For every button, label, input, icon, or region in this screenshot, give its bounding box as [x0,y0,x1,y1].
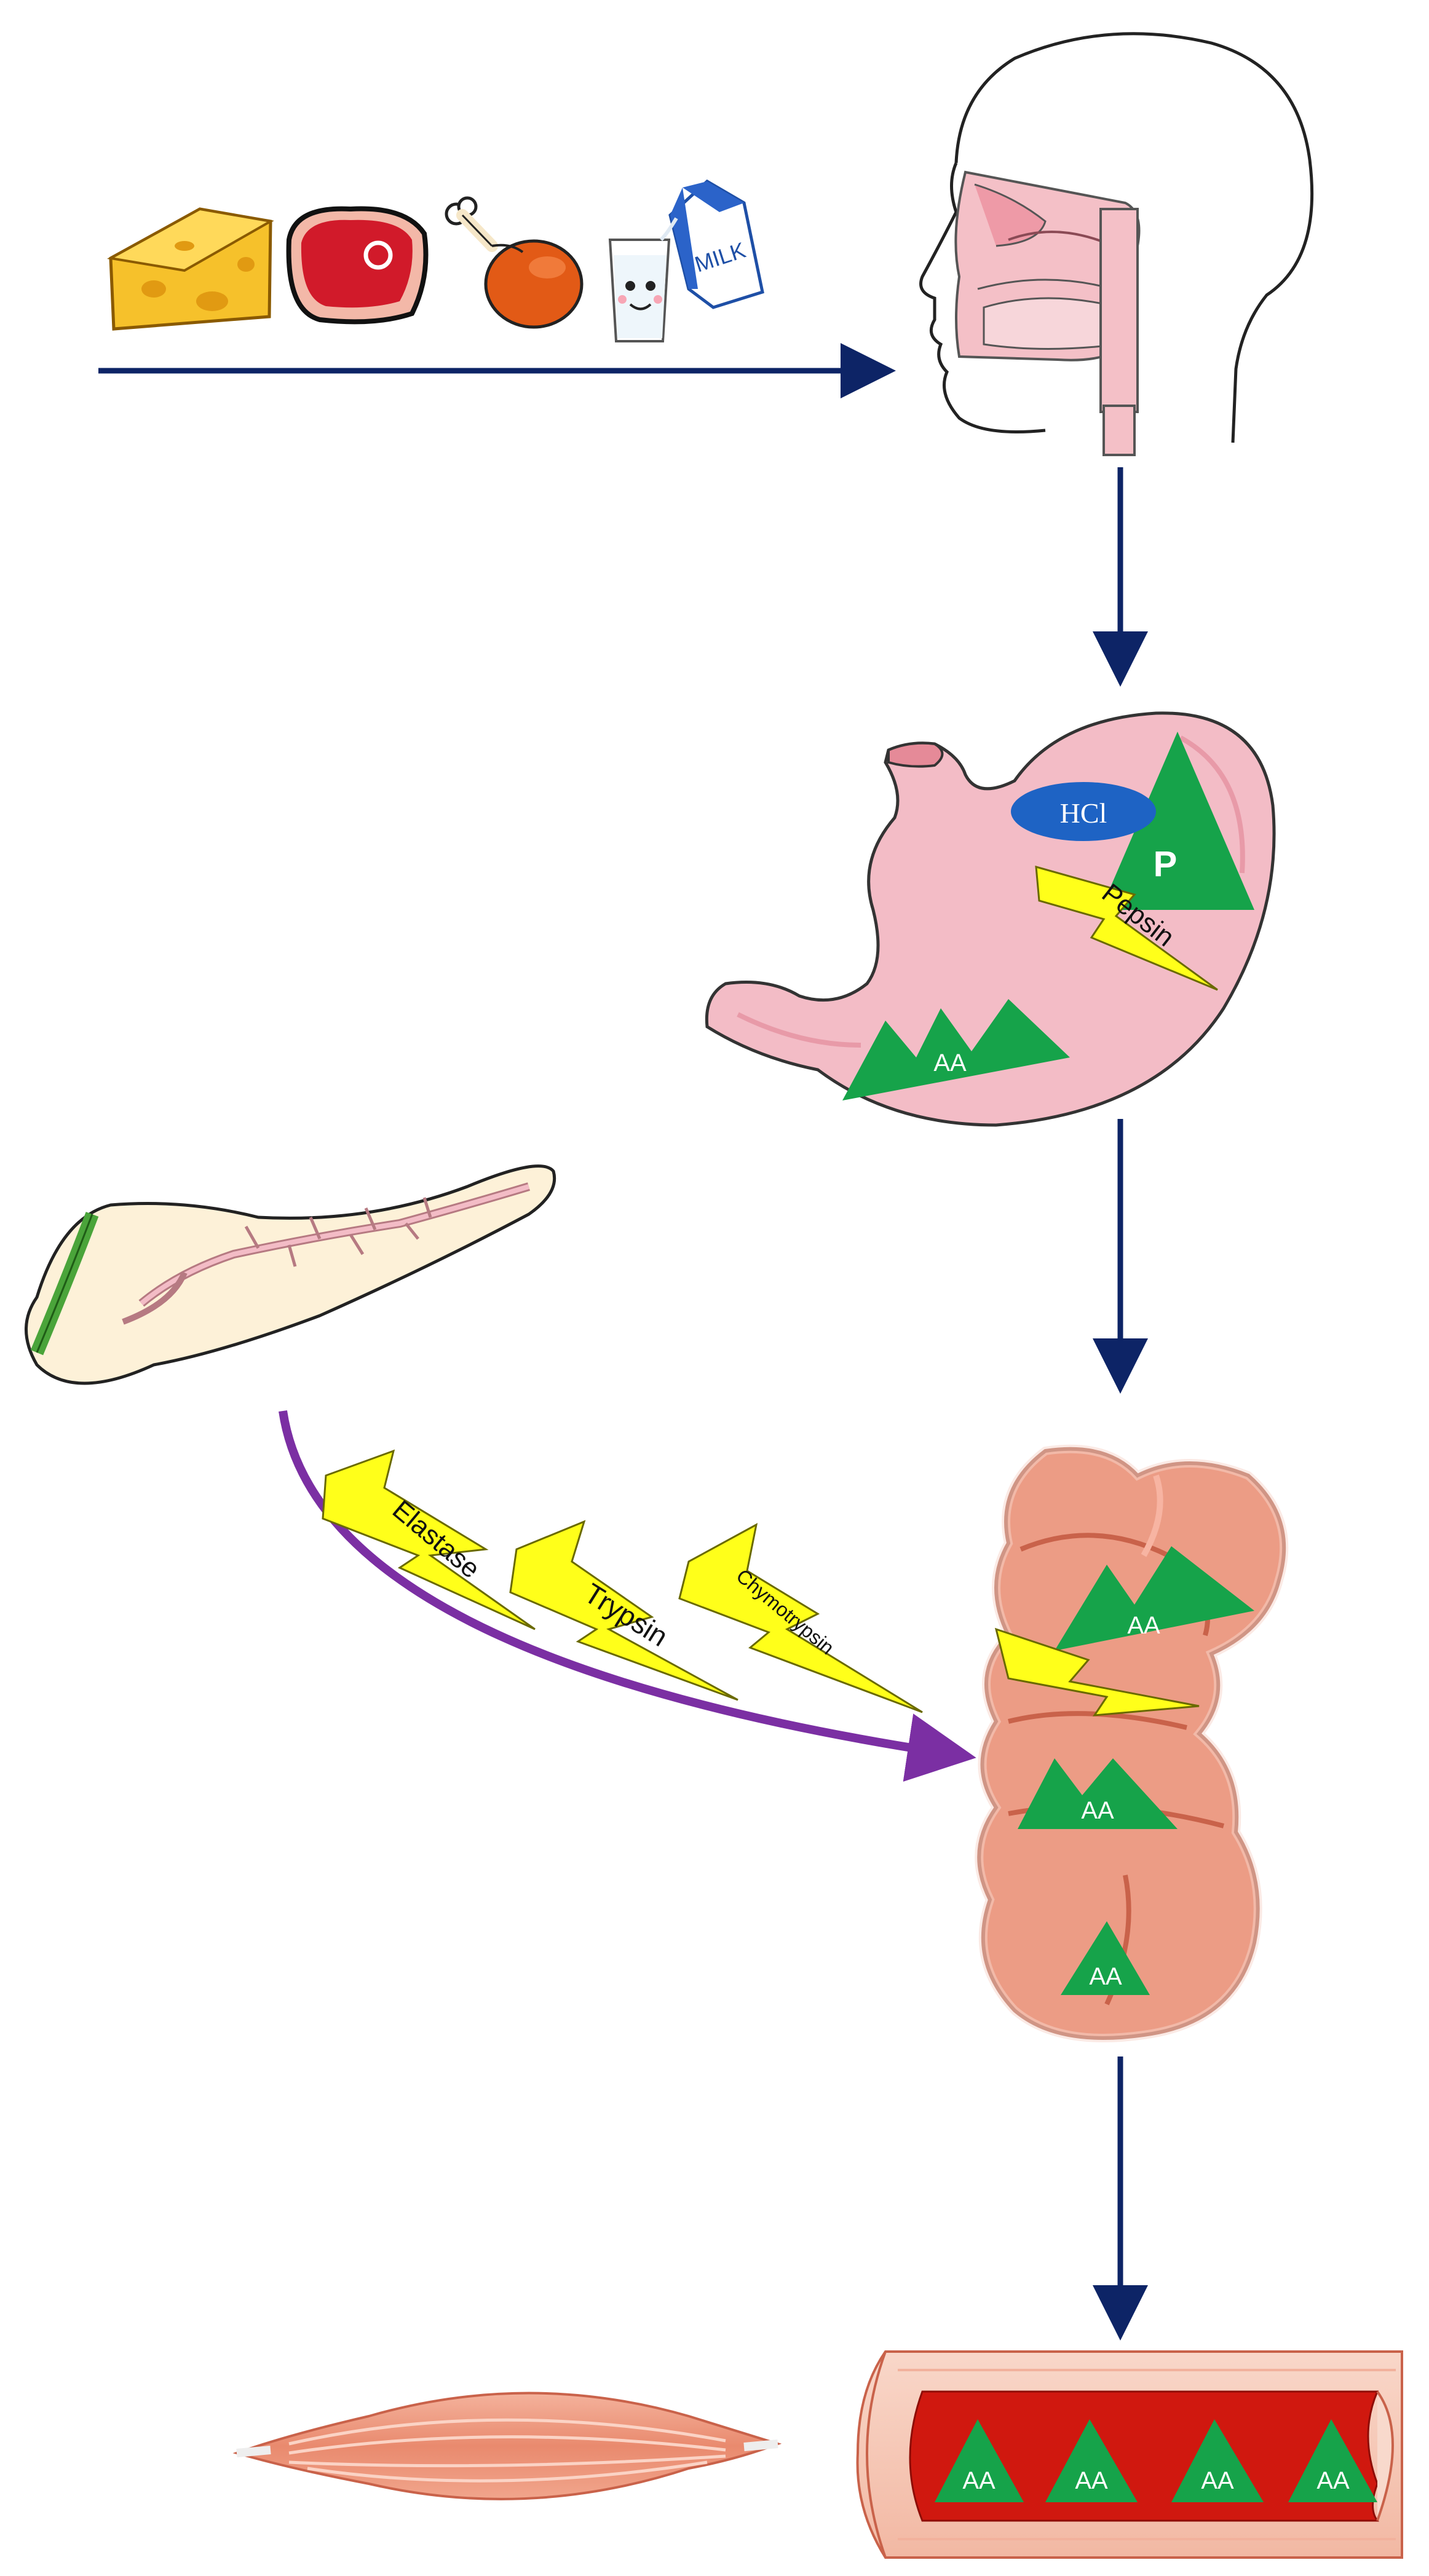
blood-amino-acid-label-1: AA [962,2467,996,2494]
intestine-amino-acid-1 [1055,1546,1254,1651]
protein-label: P [1154,844,1178,884]
cheese-icon [106,207,274,331]
food-items: MILK [106,179,764,342]
blood-amino-acid-2 [1045,2419,1138,2502]
blood-vessel: AA AA AA AA [856,2350,1403,2559]
milk-carton-icon: MILK [659,179,764,309]
pancreatic-enzymes: Elastase Trypsin Chymotrypsin [322,1449,923,1713]
amino-acid-chain [842,999,1070,1100]
intestine-amino-acid-label-1: AA [1127,1612,1160,1639]
pancreas [25,1164,556,1385]
blood-amino-acid-label-4: AA [1316,2467,1350,2494]
blood-amino-acid-label-2: AA [1075,2467,1108,2494]
pepsin-bolt [1035,865,1218,991]
elastase-bolt [322,1449,536,1630]
stomach: P HCl Pepsin AA [705,711,1276,1127]
protein-triangle [1101,732,1254,910]
meat-icon [286,206,429,325]
blood-amino-acid-1 [935,2419,1024,2502]
blood-amino-acid-4 [1288,2419,1377,2502]
head-mouth-illustration [919,32,1314,456]
blood-amino-acid-3 [1171,2419,1264,2502]
intestine-amino-acid-label-3: AA [1089,1963,1122,1990]
intestine-amino-acid-3 [1061,1921,1150,1995]
small-intestine: AA AA AA [975,1444,1289,2042]
milk-glass-icon [608,239,671,342]
chymotrypsin-bolt [678,1523,923,1713]
muscle [232,2392,782,2500]
arrow-pancreas-to-intestine [279,1410,976,1782]
trypsin-bolt [509,1520,738,1701]
chicken-leg-icon [445,196,584,329]
hcl-label: HCl [1060,797,1107,829]
hcl-oval [1011,782,1156,841]
stomach-amino-acid-label: AA [933,1049,967,1077]
intestine-amino-acid-2 [1018,1758,1178,1829]
intestine-amino-acid-label-2: AA [1081,1797,1114,1824]
blood-amino-acid-label-3: AA [1201,2467,1234,2494]
intestine-enzyme-bolt [994,1627,1200,1717]
